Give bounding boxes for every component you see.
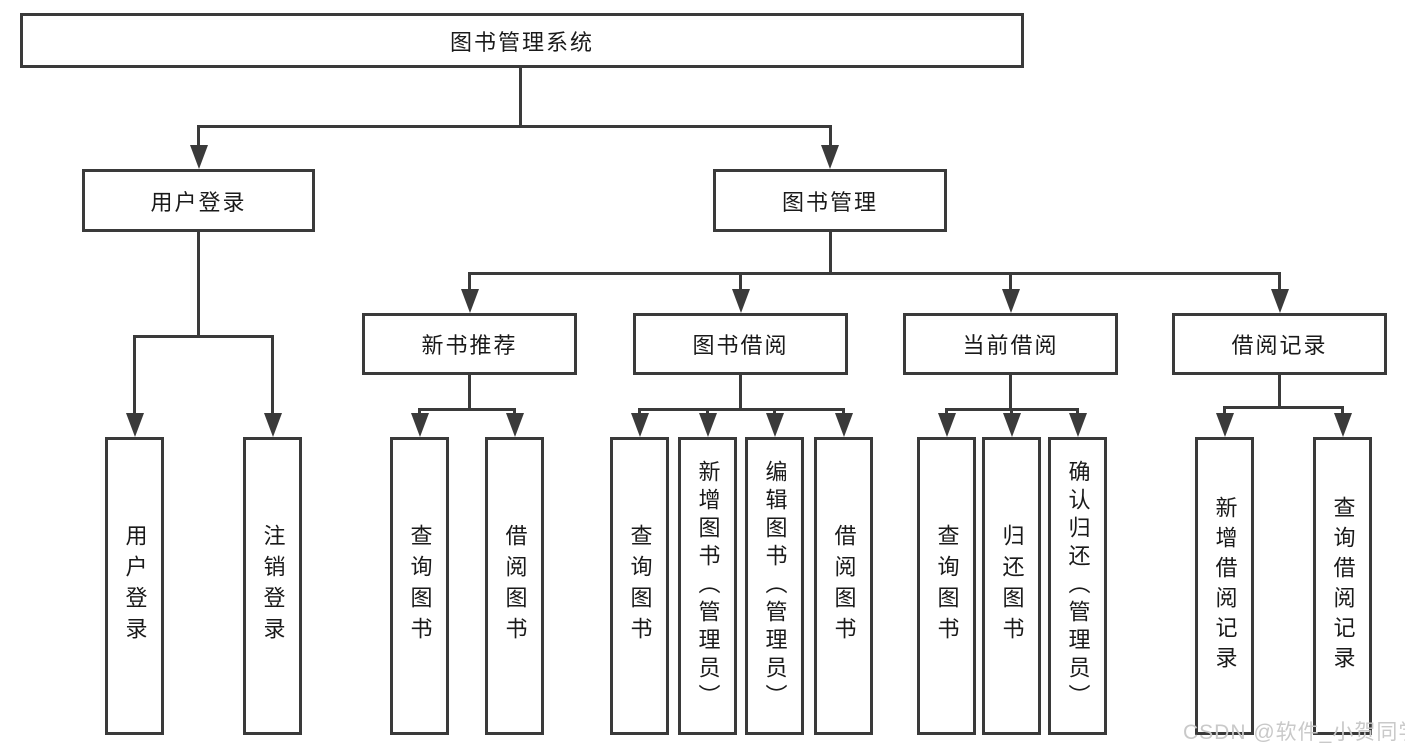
arrowhead-book-borrowing (731, 289, 750, 313)
connector-new-book-recommend-bus (418, 408, 516, 411)
node-borrowing-records: 借阅记录 (1172, 313, 1387, 375)
connector-user-login-stem (197, 232, 200, 335)
arrowhead-query-books-borrow (630, 413, 649, 437)
arrowhead-query-books-recommend (410, 413, 429, 437)
arrowhead-edit-books-admin (765, 413, 784, 437)
node-borrowing-records-label: 借阅记录 (1231, 333, 1328, 358)
connector-new-book-recommend-stem (468, 375, 471, 408)
node-user-login-label: 用户登录 (150, 189, 247, 215)
arrowhead-current-borrowing (1001, 289, 1020, 313)
connector-drop-query-books-current (945, 408, 948, 413)
connector-drop-borrowing-records (1278, 272, 1281, 289)
connector-borrowing-records-stem (1278, 375, 1281, 406)
leaf-add-borrow-record: 新增借阅记录 (1195, 437, 1254, 735)
arrowhead-borrow-books-recommend (505, 413, 524, 437)
arrowhead-user-login (189, 145, 208, 169)
arrowhead-book-management (821, 145, 839, 169)
arrowhead-add-books-admin (698, 413, 717, 437)
arrowhead-confirm-return-admin (1068, 413, 1087, 437)
connector-book-borrowing-stem (739, 375, 742, 408)
leaf-borrow-books-borrow: 借阅图书 (814, 437, 873, 735)
connector-root-stem (519, 68, 522, 125)
connector-current-borrowing-stem (1009, 375, 1012, 408)
leaf-borrow-books-recommend: 借阅图书 (485, 437, 544, 735)
leaf-edit-books-admin-label: 编辑图书（管理员） (762, 460, 788, 712)
leaf-confirm-return-admin: 确认归还（管理员） (1048, 437, 1107, 735)
leaf-query-books-recommend-label: 查询图书 (407, 524, 433, 648)
leaf-add-books-admin: 新增图书（管理员） (678, 437, 737, 735)
connector-drop-borrow-books-borrow (842, 408, 845, 413)
csdn-watermark: CSDN @软件_小贺同学 (1183, 721, 1405, 744)
arrowhead-query-borrow-record (1333, 413, 1352, 437)
node-current-borrowing: 当前借阅 (903, 313, 1118, 375)
leaf-return-books-label: 归还图书 (999, 524, 1025, 648)
leaf-edit-books-admin: 编辑图书（管理员） (745, 437, 804, 735)
node-book-management: 图书管理 (713, 169, 947, 232)
connector-drop-return-books (1010, 408, 1013, 413)
arrowhead-query-books-current (937, 413, 956, 437)
connector-book-management-stem (828, 232, 832, 272)
leaf-add-borrow-record-label: 新增借阅记录 (1212, 496, 1238, 676)
connector-drop-new-book-recommend (468, 272, 471, 289)
connector-drop-add-books-admin (706, 408, 709, 413)
connector-drop-book-management (828, 125, 832, 145)
arrowhead-leaf-user-login (125, 413, 144, 437)
arrowhead-return-books (1002, 413, 1021, 437)
leaf-logout: 注销登录 (243, 437, 302, 735)
leaf-user-login-label: 用户登录 (122, 524, 148, 648)
node-new-book-recommend: 新书推荐 (362, 313, 577, 375)
leaf-query-borrow-record: 查询借阅记录 (1313, 437, 1372, 735)
connector-drop-leaf-user-login (133, 335, 136, 413)
leaf-borrow-books-recommend-label: 借阅图书 (502, 524, 528, 648)
leaf-query-books-borrow-label: 查询图书 (627, 524, 653, 648)
leaf-query-books-recommend: 查询图书 (390, 437, 449, 735)
leaf-borrow-books-borrow-label: 借阅图书 (831, 524, 857, 648)
connector-drop-query-books-borrow (638, 408, 641, 413)
leaf-confirm-return-admin-label: 确认归还（管理员） (1065, 460, 1091, 712)
node-book-management-label: 图书管理 (781, 189, 878, 215)
connector-drop-user-login (197, 125, 200, 145)
connector-drop-borrow-books-recommend (513, 408, 516, 413)
arrowhead-borrowing-records (1270, 289, 1289, 313)
connector-book-management-bus (468, 272, 1281, 275)
connector-root-bus (197, 125, 831, 128)
connector-drop-add-borrow-record (1223, 406, 1226, 413)
arrowhead-add-borrow-record (1215, 413, 1234, 437)
leaf-logout-label: 注销登录 (260, 524, 286, 648)
node-root-label: 图书管理系统 (449, 29, 594, 55)
connector-drop-edit-books-admin (773, 408, 776, 413)
connector-drop-current-borrowing (1009, 272, 1012, 289)
leaf-query-books-borrow: 查询图书 (610, 437, 669, 735)
node-user-login: 用户登录 (82, 169, 315, 232)
connector-drop-book-borrowing (739, 272, 742, 289)
connector-user-login-bus (133, 335, 274, 338)
connector-drop-query-books-recommend (418, 408, 421, 413)
connector-drop-leaf-logout (271, 335, 274, 413)
leaf-add-books-admin-label: 新增图书（管理员） (695, 460, 721, 712)
connector-borrowing-records-bus (1223, 406, 1344, 409)
connector-drop-confirm-return-admin (1076, 408, 1079, 413)
node-new-book-recommend-label: 新书推荐 (421, 333, 518, 358)
leaf-query-borrow-record-label: 查询借阅记录 (1330, 496, 1356, 676)
arrowhead-new-book-recommend (460, 289, 479, 313)
connector-drop-query-borrow-record (1341, 406, 1344, 413)
node-book-borrowing-label: 图书借阅 (692, 333, 789, 358)
node-current-borrowing-label: 当前借阅 (962, 333, 1059, 358)
arrowhead-leaf-logout (263, 413, 282, 437)
arrowhead-borrow-books-borrow (834, 413, 853, 437)
leaf-user-login: 用户登录 (105, 437, 164, 735)
leaf-query-books-current: 查询图书 (917, 437, 976, 735)
node-root: 图书管理系统 (20, 13, 1024, 68)
node-book-borrowing: 图书借阅 (633, 313, 848, 375)
connector-book-borrowing-bus (638, 408, 845, 411)
leaf-return-books: 归还图书 (982, 437, 1041, 735)
leaf-query-books-current-label: 查询图书 (934, 524, 960, 648)
